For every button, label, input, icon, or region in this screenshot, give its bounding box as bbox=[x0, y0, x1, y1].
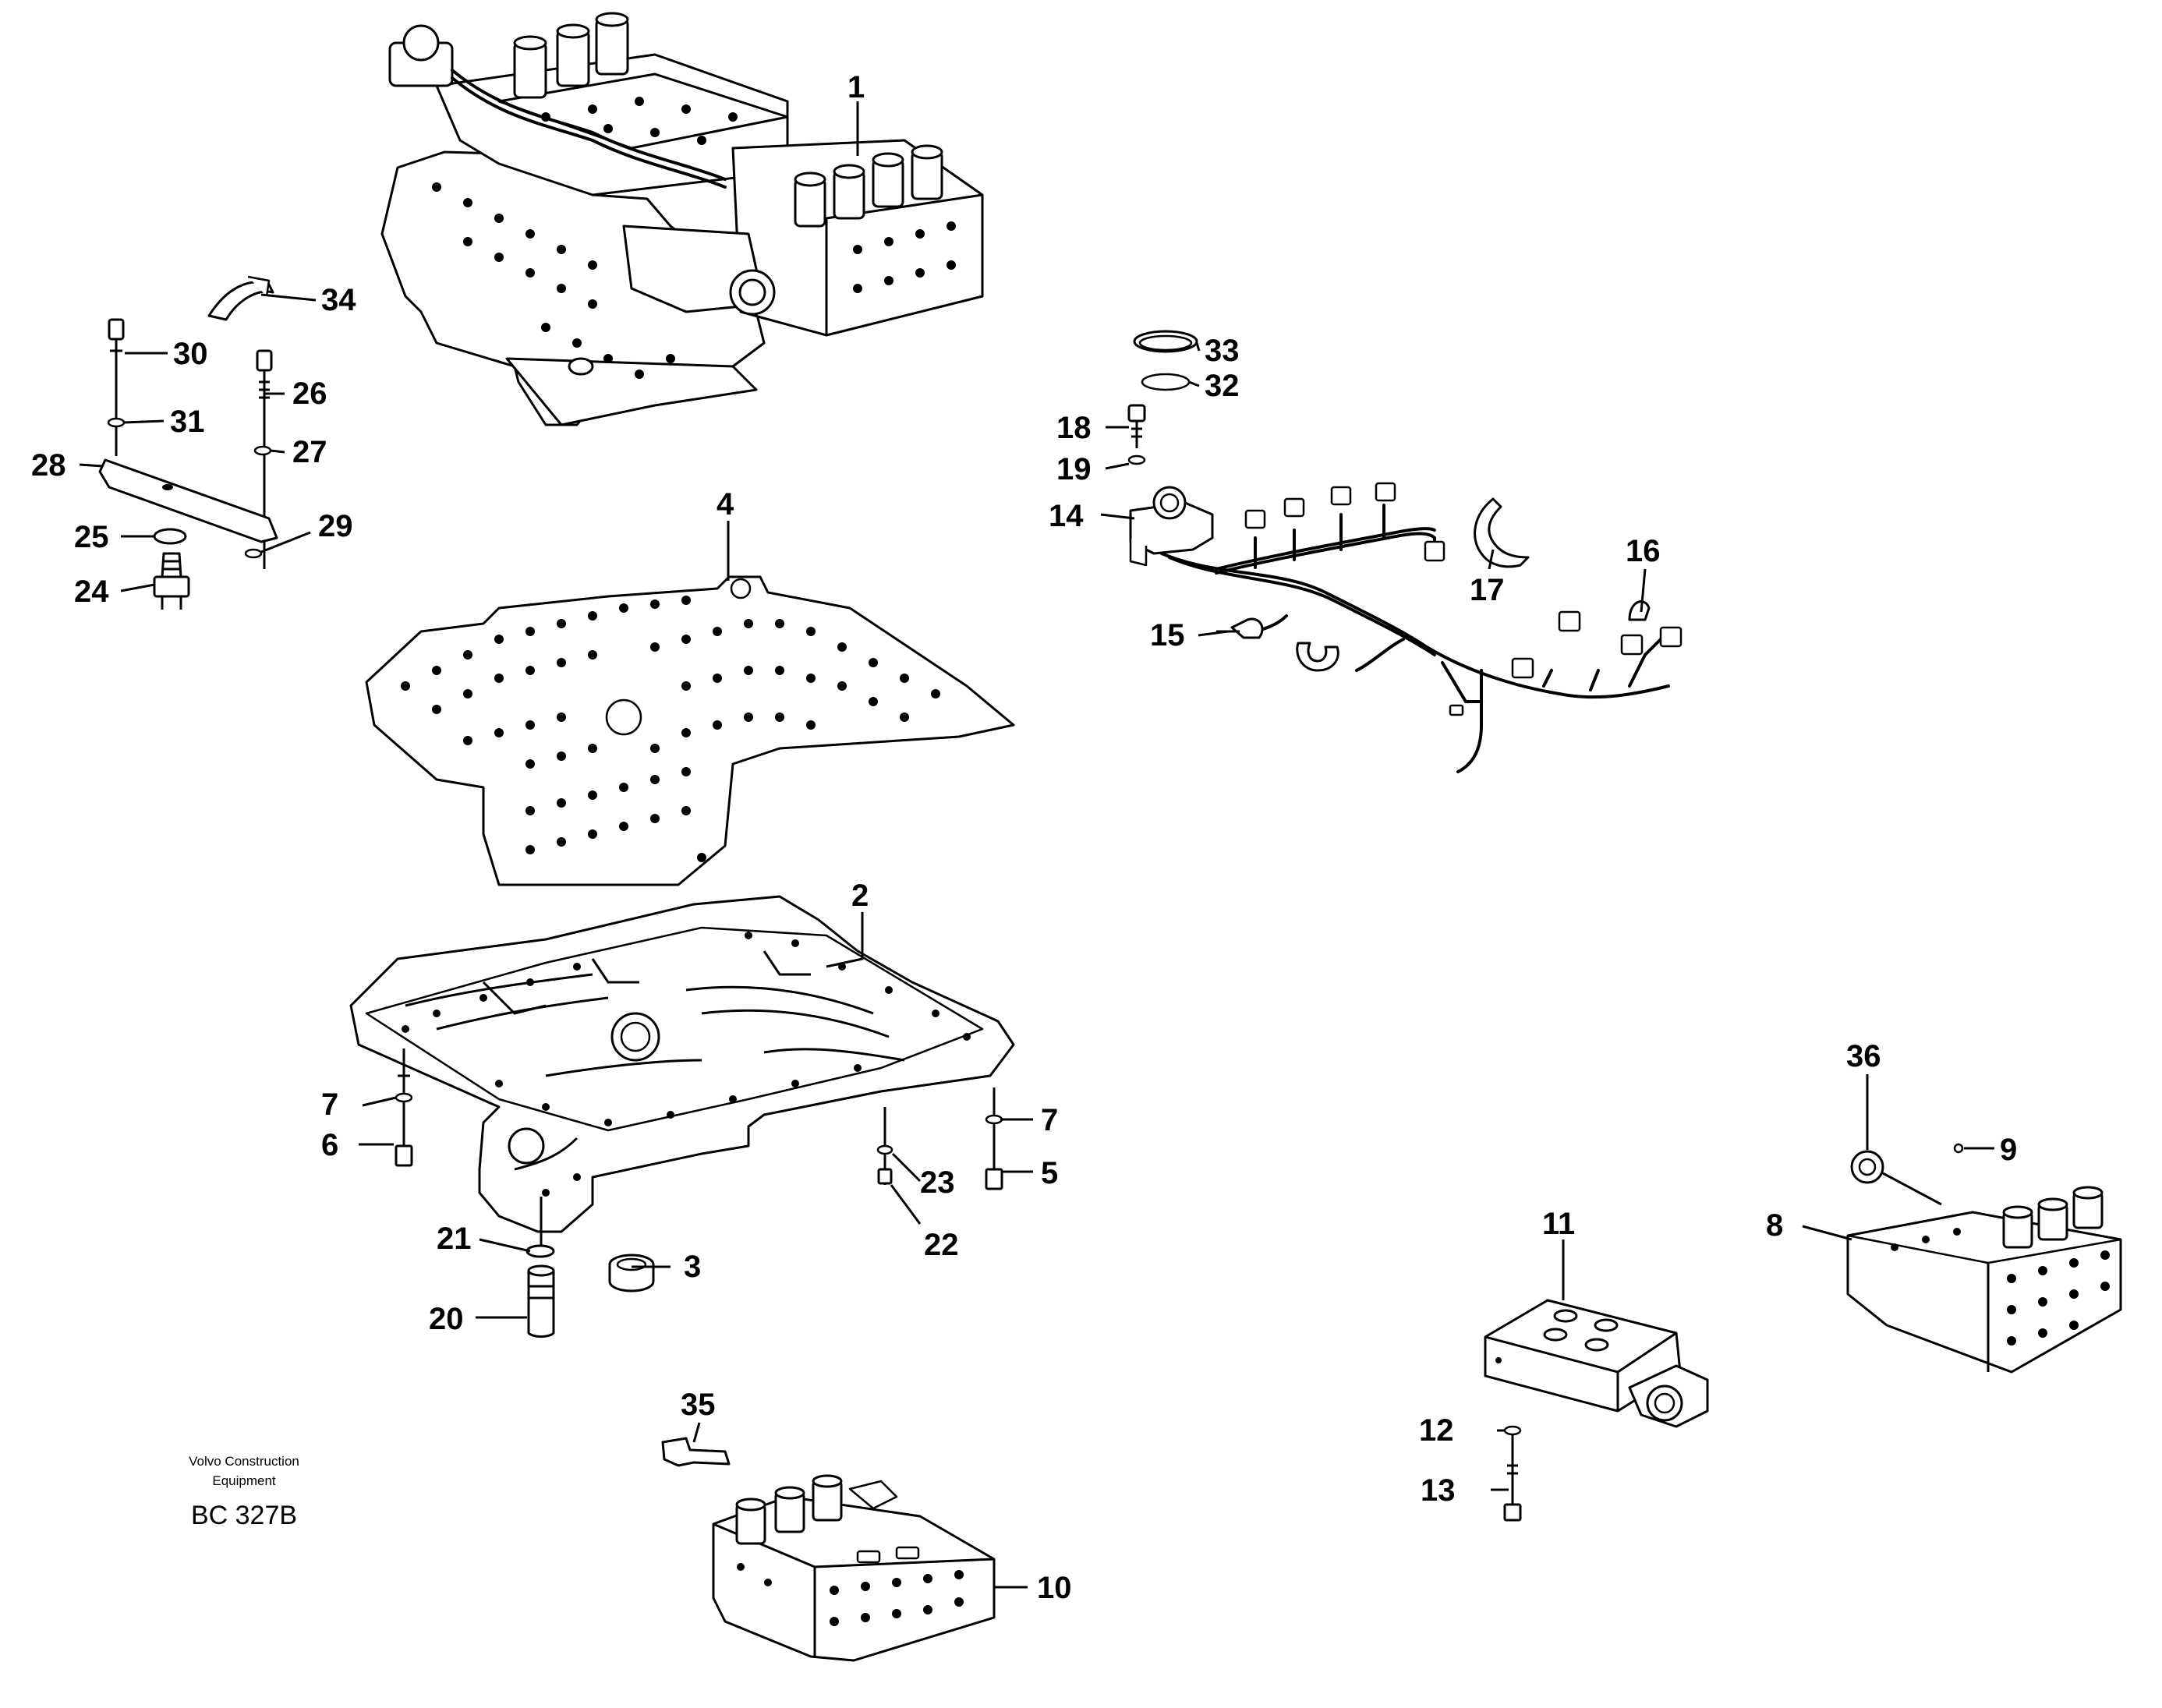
bolt-30 bbox=[108, 318, 125, 456]
wiring-harness bbox=[1129, 486, 1670, 773]
bolt-13 bbox=[1503, 1434, 1522, 1522]
harness-clip bbox=[1296, 642, 1339, 672]
retaining-clip-34 bbox=[207, 275, 274, 321]
callout-27: 27 bbox=[292, 435, 327, 469]
callout-6: 6 bbox=[321, 1128, 338, 1162]
bracket-28 bbox=[98, 458, 278, 543]
washer-25 bbox=[153, 528, 187, 545]
callout-1: 1 bbox=[847, 70, 865, 104]
callout-33: 33 bbox=[1205, 334, 1240, 368]
callout-11: 11 bbox=[1542, 1207, 1575, 1241]
plate-holes-1 bbox=[432, 97, 956, 379]
callout-17: 17 bbox=[1470, 573, 1505, 607]
leader-lines bbox=[79, 101, 1994, 1589]
bolt-22 bbox=[876, 1107, 893, 1185]
temperature-sensor-24 bbox=[153, 552, 190, 610]
credit-line-2: Equipment bbox=[212, 1473, 276, 1488]
credit-block: Volvo Construction Equipment BC 327B bbox=[189, 1454, 299, 1530]
washer-27 bbox=[253, 445, 272, 456]
clip-15 bbox=[1216, 617, 1264, 639]
seal-32 bbox=[1141, 373, 1191, 391]
callout-19: 19 bbox=[1056, 452, 1092, 486]
callout-2: 2 bbox=[851, 879, 869, 913]
callout-12: 12 bbox=[1419, 1413, 1454, 1448]
callout-25: 25 bbox=[74, 520, 109, 554]
callout-14: 14 bbox=[1049, 499, 1084, 533]
bolt-5 bbox=[985, 1087, 1003, 1190]
callout-35: 35 bbox=[681, 1388, 716, 1422]
plug bbox=[608, 1254, 655, 1292]
filter bbox=[525, 1197, 555, 1338]
callout-9: 9 bbox=[2000, 1133, 2017, 1167]
callout-36: 36 bbox=[1846, 1039, 1881, 1073]
solenoid-group-top bbox=[513, 12, 943, 228]
o-ring-33-inner bbox=[1138, 334, 1193, 352]
callout-7a: 7 bbox=[321, 1087, 338, 1122]
bracket-35 bbox=[661, 1437, 731, 1467]
callout-10: 10 bbox=[1037, 1571, 1072, 1605]
callout-29: 29 bbox=[318, 509, 353, 543]
callout-30: 30 bbox=[173, 337, 208, 371]
callout-7b: 7 bbox=[1041, 1103, 1058, 1137]
callout-21: 21 bbox=[437, 1222, 472, 1256]
gasket-holes bbox=[401, 596, 940, 862]
callout-18: 18 bbox=[1056, 411, 1092, 445]
washer-29 bbox=[244, 548, 263, 559]
callout-13: 13 bbox=[1421, 1473, 1456, 1508]
callout-numbers: 1 2 3 4 5 6 7 7 8 9 10 11 12 13 14 15 16… bbox=[31, 70, 2017, 1605]
diagram-code: BC 327B bbox=[191, 1501, 297, 1530]
callout-24: 24 bbox=[74, 575, 109, 609]
retaining-clip-17 bbox=[1474, 497, 1530, 568]
callout-16: 16 bbox=[1626, 534, 1661, 568]
callout-4: 4 bbox=[717, 487, 734, 522]
valve-block-8 bbox=[1846, 1186, 2122, 1374]
washer-12 bbox=[1503, 1425, 1522, 1436]
valve-plate bbox=[349, 895, 1015, 1233]
callout-23: 23 bbox=[920, 1165, 955, 1200]
gasket-plate bbox=[365, 575, 1015, 886]
callout-8: 8 bbox=[1766, 1208, 1783, 1243]
callout-26: 26 bbox=[292, 377, 327, 411]
washer-31 bbox=[107, 417, 126, 428]
valve-plate-holes bbox=[402, 932, 971, 1197]
plug-36 bbox=[1850, 1150, 1942, 1206]
washer-19 bbox=[1127, 454, 1146, 465]
callout-34: 34 bbox=[321, 283, 356, 317]
ball-9 bbox=[1953, 1143, 1964, 1154]
callout-22: 22 bbox=[924, 1228, 959, 1262]
clip-16 bbox=[1628, 600, 1651, 621]
bolt-6 bbox=[395, 1048, 413, 1167]
callout-28: 28 bbox=[31, 448, 66, 483]
callout-20: 20 bbox=[429, 1302, 464, 1336]
harness-connectors bbox=[1244, 482, 1683, 716]
credit-line-1: Volvo Construction bbox=[189, 1454, 299, 1469]
valve-block-10 bbox=[712, 1474, 996, 1662]
callout-5: 5 bbox=[1041, 1156, 1058, 1190]
callout-31: 31 bbox=[170, 405, 205, 439]
callout-32: 32 bbox=[1205, 369, 1240, 403]
callout-15: 15 bbox=[1150, 618, 1185, 652]
solenoid-valve-11 bbox=[1484, 1239, 1709, 1428]
valve-body-assembly bbox=[380, 12, 984, 426]
callout-3: 3 bbox=[684, 1250, 701, 1284]
screw-18 bbox=[1127, 404, 1146, 448]
